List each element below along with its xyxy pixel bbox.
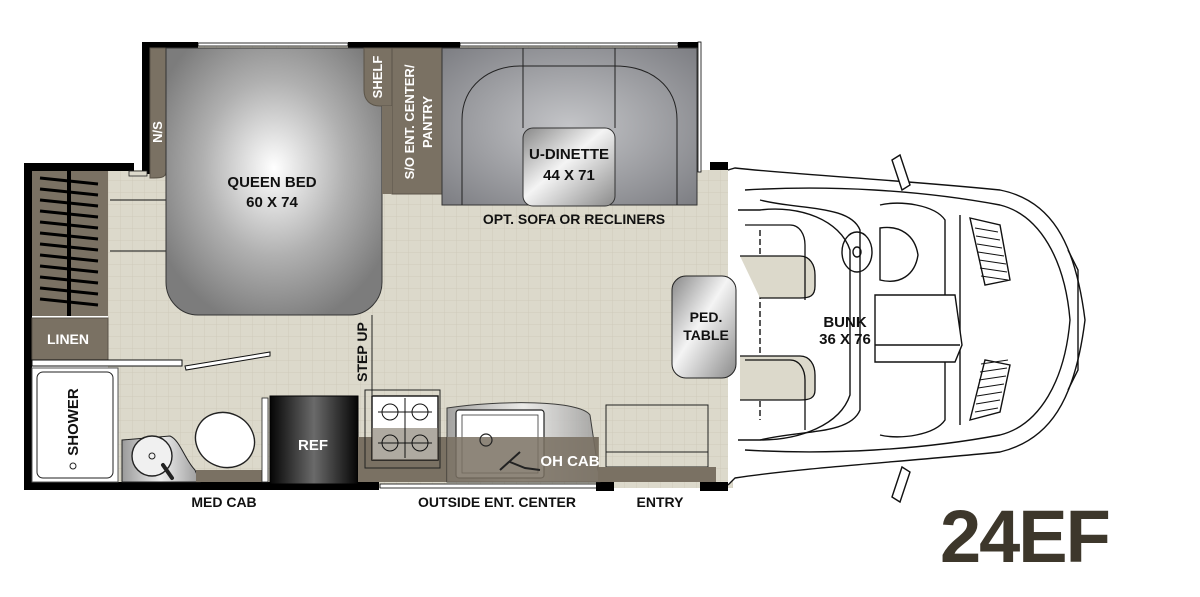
- ref-label: REF: [298, 437, 328, 454]
- entry-label: ENTRY: [637, 494, 685, 510]
- u-dinette: U-DINETTE 44 X 71: [441, 47, 698, 207]
- shower-label: SHOWER: [65, 388, 82, 456]
- ped-table-label-2: TABLE: [683, 327, 729, 343]
- bunk-label: BUNK: [823, 314, 866, 331]
- dinette-option-label: OPT. SOFA OR RECLINERS: [483, 211, 665, 227]
- linen-label: LINEN: [47, 331, 89, 347]
- nightstand: N/S: [128, 47, 167, 179]
- galley: OH CAB: [358, 389, 601, 483]
- bed-size: 60 X 74: [246, 194, 298, 211]
- med-cab-label: MED CAB: [191, 494, 256, 510]
- bed-side-lines: [110, 199, 166, 252]
- linen-cabinet: LINEN: [31, 317, 109, 361]
- bed-label: QUEEN BED: [227, 174, 316, 191]
- dinette-label: U-DINETTE: [529, 146, 609, 163]
- ped-table-label-1: PED.: [690, 309, 723, 325]
- nightstand-label: N/S: [150, 121, 165, 143]
- bunk-size: 36 X 76: [819, 331, 871, 348]
- wardrobe: [32, 171, 108, 316]
- oh-cab-label: OH CAB: [540, 453, 599, 470]
- van-cab: [727, 153, 1086, 504]
- shelf-label: SHELF: [370, 56, 385, 99]
- queen-bed: QUEEN BED 60 X 74: [165, 47, 383, 316]
- dinette-size: 44 X 71: [543, 167, 595, 184]
- ent-center-label-1: S/O ENT. CENTER/: [402, 64, 417, 179]
- step-up-label: STEP UP: [354, 322, 370, 382]
- outside-ent-center-label: OUTSIDE ENT. CENTER: [418, 494, 576, 510]
- pedestal-table: PED. TABLE: [671, 275, 737, 379]
- walls: [24, 41, 728, 491]
- cab-seats: [740, 224, 816, 430]
- ent-center-label-2: PANTRY: [420, 96, 435, 148]
- shelf: SHELF: [363, 47, 393, 107]
- ent-center-pantry: S/O ENT. CENTER/ PANTRY: [382, 47, 443, 195]
- model-number: 24EF: [940, 495, 1111, 578]
- refrigerator: REF: [269, 395, 359, 485]
- entry-step: [598, 404, 716, 482]
- bath-partition: [31, 351, 271, 371]
- lavatory: [121, 397, 269, 483]
- shower: SHOWER: [31, 367, 119, 483]
